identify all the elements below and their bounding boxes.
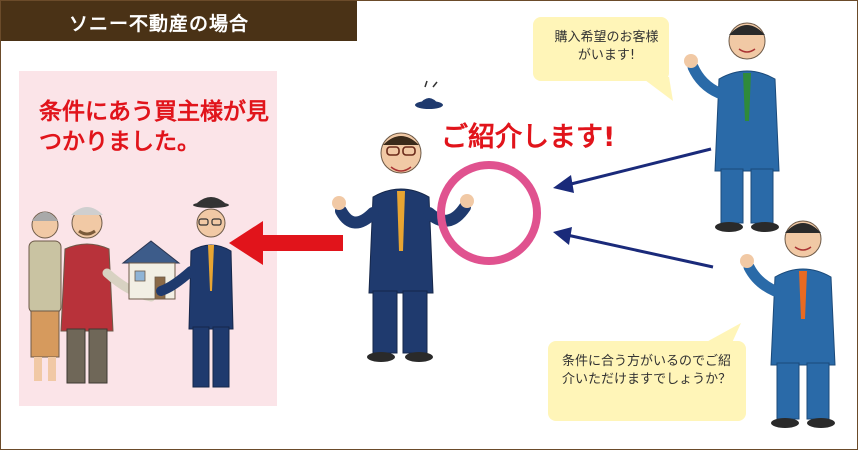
result-panel: 条件にあう買主様が見つかりました。 <box>19 71 277 406</box>
pink-ring <box>437 161 541 265</box>
navy-arrow-upper <box>553 147 712 193</box>
central-agent-illustration <box>332 80 474 362</box>
bubble-bottom-tail <box>701 323 741 345</box>
lower-right-agent-illustration <box>740 220 836 428</box>
panel-agent-illustration <box>156 197 234 388</box>
title-text: ソニー不動産の場合 <box>69 13 250 35</box>
introduce-message: ご紹介します! <box>441 122 616 153</box>
result-message: 条件にあう買主様が見つかりました。 <box>39 99 269 155</box>
speech-bubble-top: 購入希望のお客様がいます! <box>533 17 669 81</box>
buyer-couple-illustration <box>28 207 156 384</box>
upper-right-agent-illustration <box>684 22 780 232</box>
speech-bubble-top-text: 購入希望のお客様がいます! <box>554 30 659 63</box>
speech-bubble-bottom-text: 条件に合う方がいるのでご紹介いただけますでしょうか？ <box>562 354 732 387</box>
elderly-woman-figure <box>28 211 62 381</box>
navy-arrow-lower <box>553 227 714 269</box>
speech-bubble-bottom: 条件に合う方がいるのでご紹介いただけますでしょうか？ <box>548 341 746 421</box>
bubble-top-tail <box>641 77 673 101</box>
title-tab: ソニー不動産の場合 <box>1 1 357 41</box>
red-arrow-left <box>229 221 343 265</box>
